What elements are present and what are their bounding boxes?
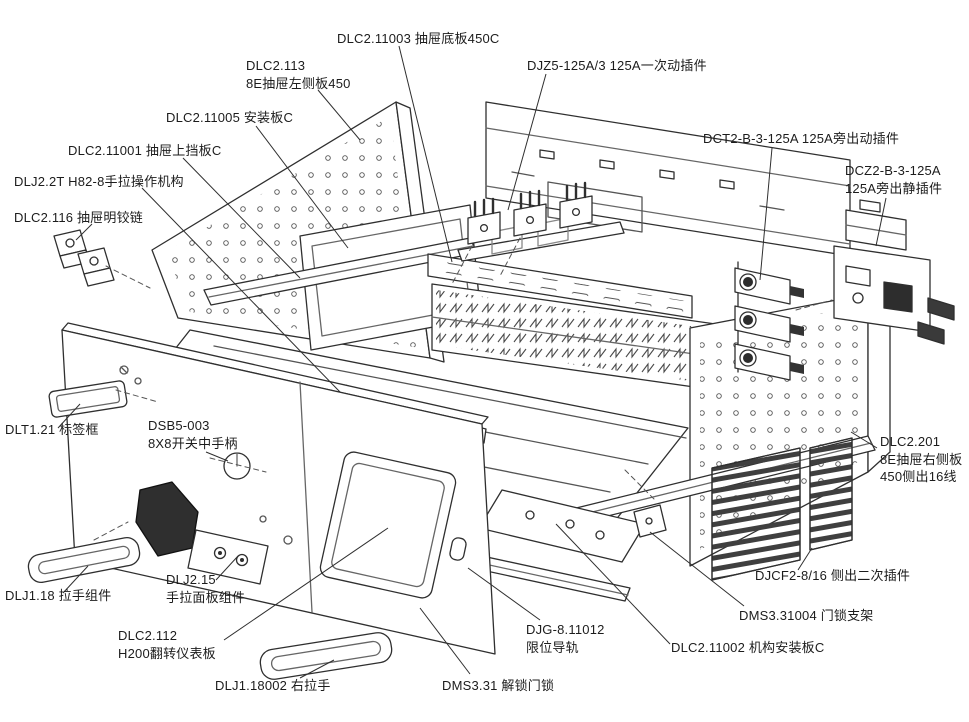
part-label-dlj2-15: DLJ2.15 手拉面板组件 <box>166 572 246 605</box>
latch-slot <box>449 537 467 561</box>
part-label-dlj1-18: DLJ1.18 拉手组件 <box>5 588 112 603</box>
front-panel <box>61 322 496 655</box>
part-label-djcf2-8-16: DJCF2-8/16 侧出二次插件 <box>755 568 911 583</box>
screws <box>119 365 142 385</box>
alignment-guides <box>93 237 833 541</box>
left-pull-handle <box>27 536 141 584</box>
pull-panel-assembly <box>187 529 269 585</box>
door-lock-bracket <box>633 504 667 538</box>
part-label-djg-8-11012: DJG-8.11012 限位导轨 <box>526 622 605 655</box>
part-label-dlc2-113: DLC2.113 8E抽屉左侧板450 <box>246 58 351 91</box>
part-label-dlc2-201: DLC2.201 8E抽屉右侧板 450侧出16线 <box>880 434 963 485</box>
right-pull-handle <box>259 632 393 680</box>
rear-panel <box>485 101 851 257</box>
part-label-dms3-31: DMS3.31 解锁门锁 <box>442 678 555 693</box>
part-label-dcz2-b-3: DCZ2-B-3-125A 125A旁出静插件 <box>845 163 943 196</box>
part-label-djz5-125a: DJZ5-125A/3 125A一次动插件 <box>527 58 707 73</box>
primary-plug-connectors <box>457 181 625 262</box>
part-label-dlt1-21: DLT1.21 标签框 <box>5 422 99 437</box>
flip-instrument-panel <box>319 451 457 599</box>
part-label-dlc2-11005: DLC2.11005 安装板C <box>166 110 294 125</box>
secondary-side-plug <box>711 437 853 581</box>
part-label-dlc2-11003: DLC2.11003 抽屉底板450C <box>337 31 500 46</box>
side-static-plug <box>833 199 955 345</box>
part-label-dlc2-116: DLC2.116 抽屉明铰链 <box>14 210 143 225</box>
part-label-dlc2-112: DLC2.112 H200翻转仪表板 <box>118 628 216 661</box>
part-label-dct2-b-3: DCT2-B-3-125A 125A旁出动插件 <box>703 131 900 146</box>
side-moving-plug <box>734 261 804 381</box>
cable-tray <box>431 283 759 397</box>
drawer-hinges <box>53 229 115 287</box>
part-label-dsb5-003: DSB5-003 8X8开关中手柄 <box>148 418 238 451</box>
part-label-dms3-31004: DMS3.31004 门锁支架 <box>739 608 874 623</box>
leader-lines <box>57 45 887 679</box>
part-label-dlj2-2t: DLJ2.2T H82-8手拉操作机构 <box>14 174 184 189</box>
part-label-dlc2-11001: DLC2.11001 抽屉上挡板C <box>68 143 222 158</box>
part-label-dlc2-11002: DLC2.11002 机构安装板C <box>671 640 825 655</box>
part-label-dlj1-18002: DLJ1.18002 右拉手 <box>215 678 331 693</box>
drawer-bottom-plate <box>427 253 693 319</box>
